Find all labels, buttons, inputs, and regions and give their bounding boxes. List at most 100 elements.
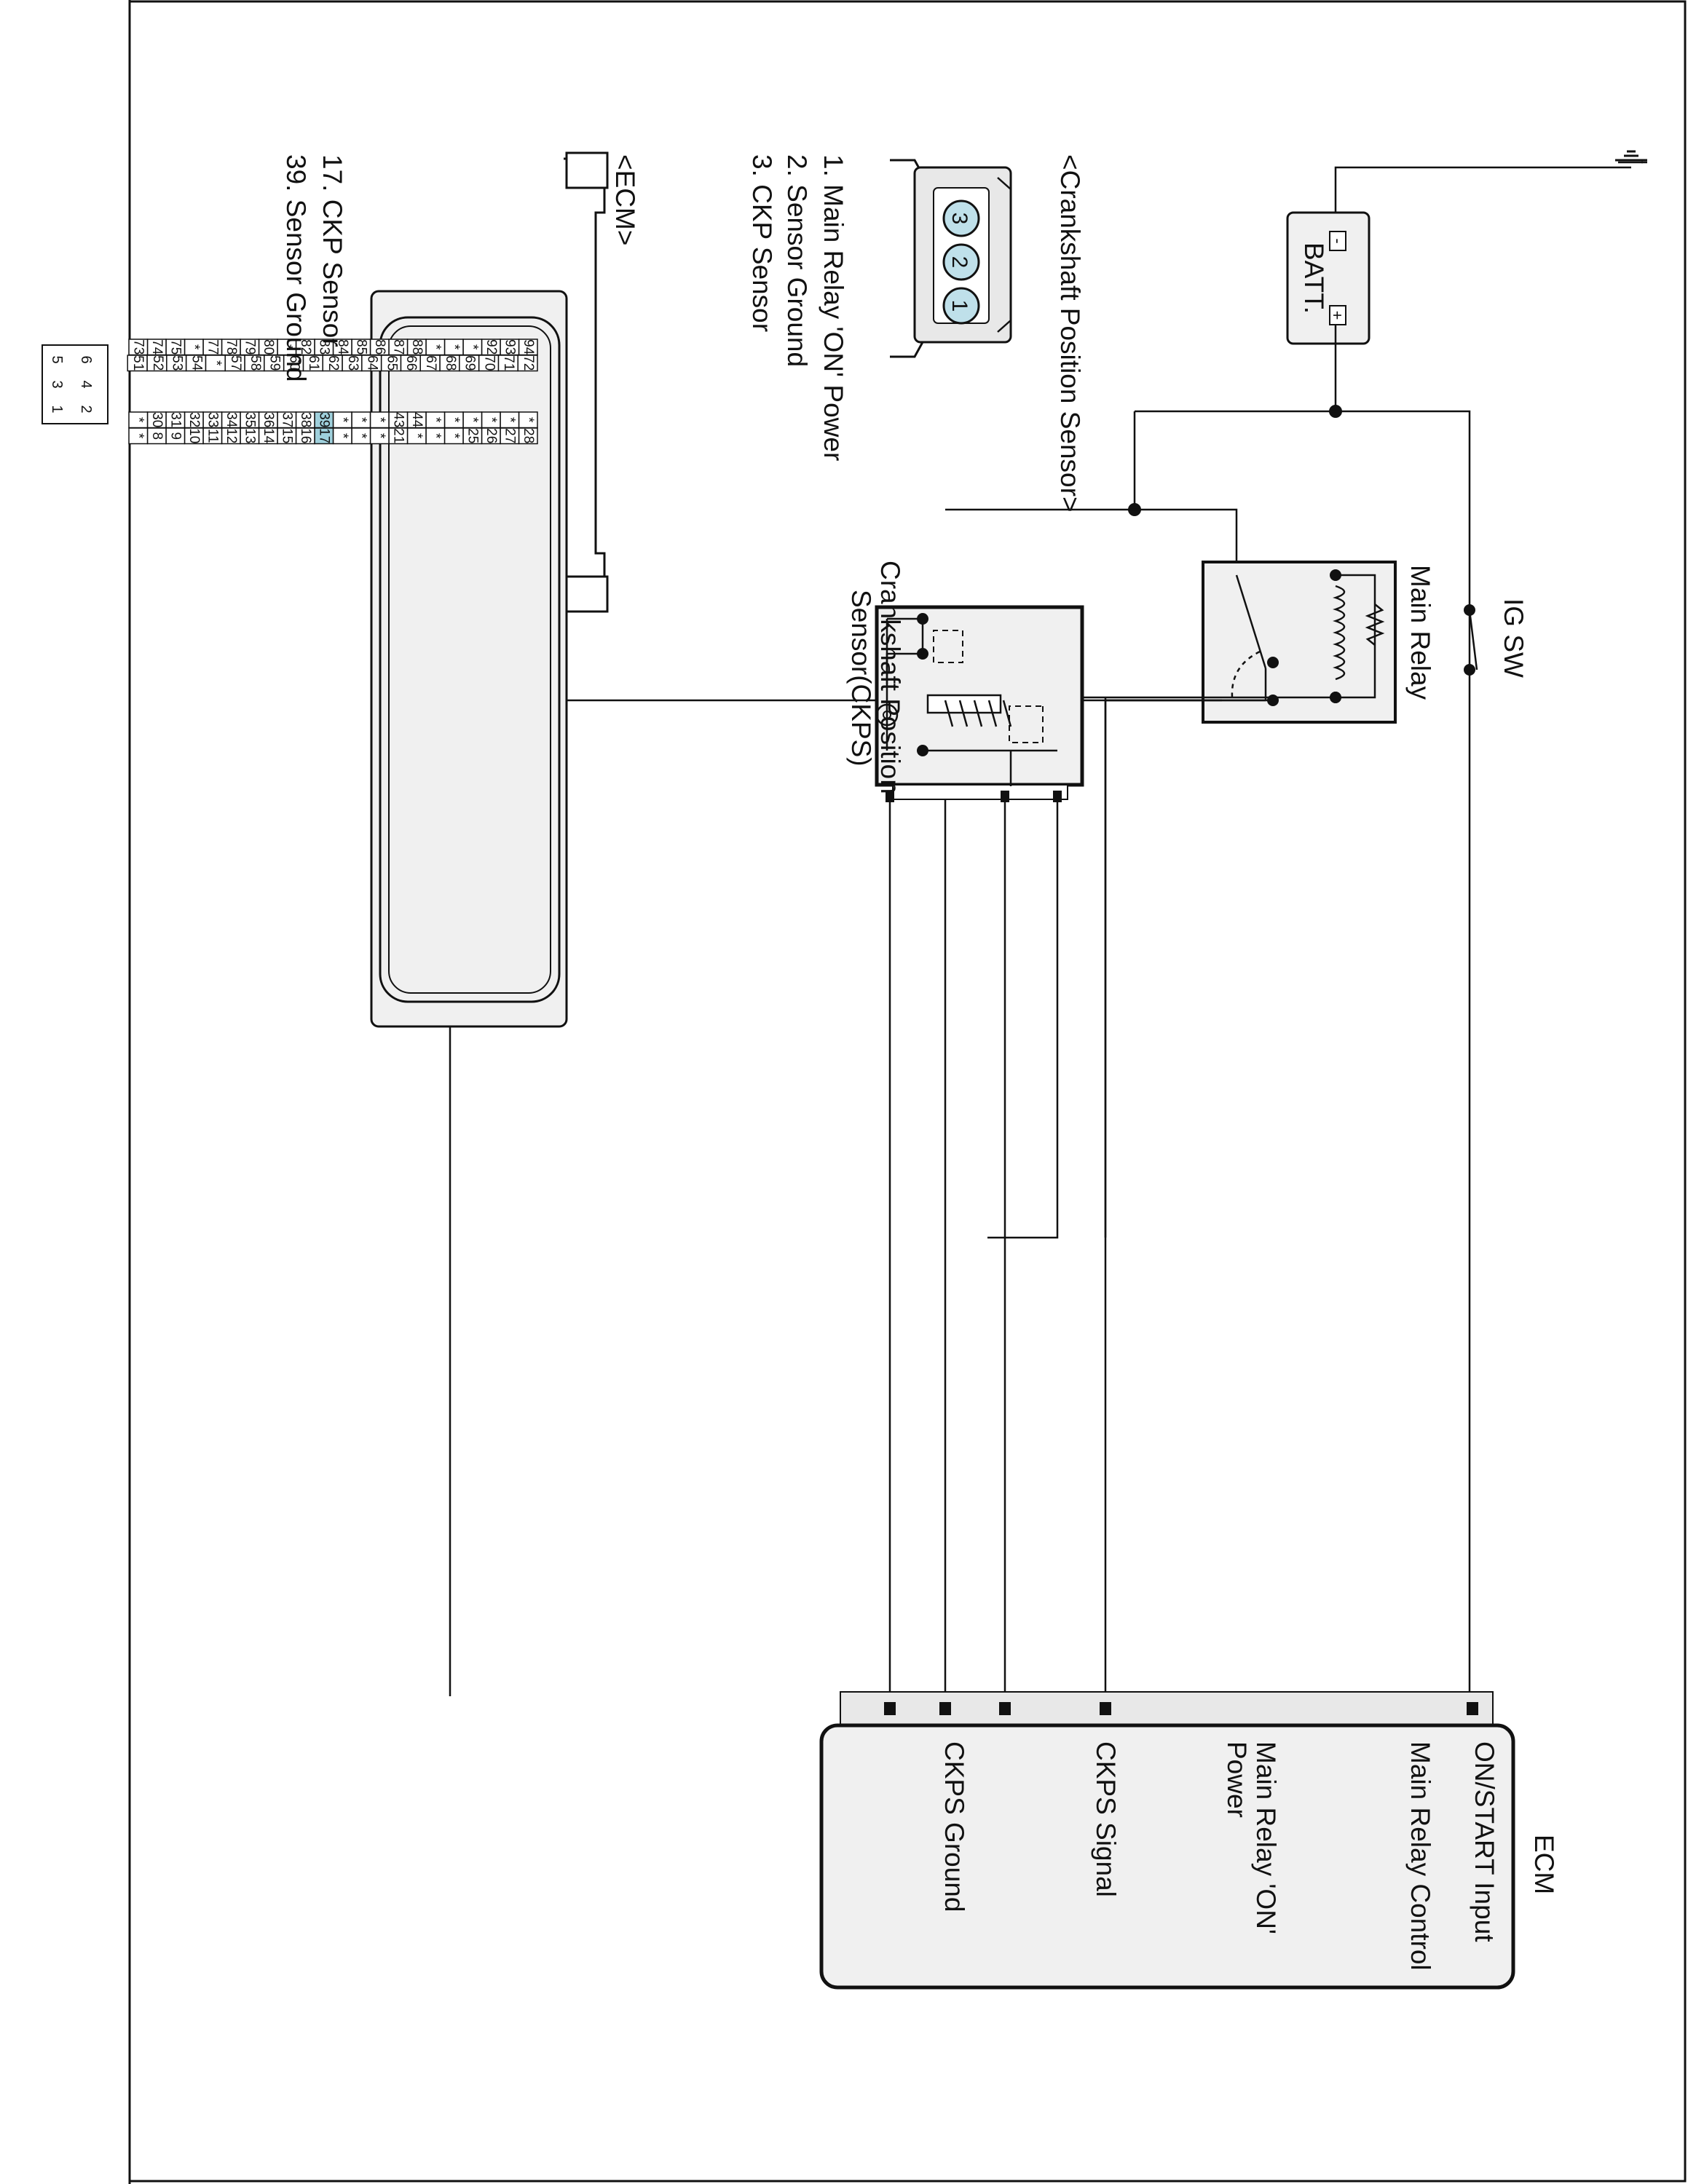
- ecm-pin-number: 64: [365, 355, 380, 371]
- ecm-pin-number: 15: [280, 428, 295, 443]
- ecm-pin-number: *: [521, 417, 536, 423]
- ecm-pin-number: 66: [403, 355, 419, 371]
- sensor-connector-title: <Crankshaft Position Sensor>: [1055, 154, 1085, 513]
- sensor-desc-3: 3. CKP Sensor: [747, 154, 777, 332]
- battery: [1286, 211, 1370, 345]
- ecm-pin-number: 71: [501, 355, 516, 371]
- ecm-pin-number: *: [446, 433, 462, 439]
- ig-sw-label: IG SW: [1499, 598, 1529, 678]
- battery-plus-label: +: [1328, 311, 1346, 320]
- ckp-sensor-connector-strip: [892, 784, 1068, 800]
- ecm-pin-number: 92: [484, 339, 499, 355]
- ecm-small-pin-number: 2: [78, 405, 94, 413]
- ecm-pin-number: 82: [298, 339, 313, 355]
- sensor-pin-3: [942, 199, 980, 237]
- ecm-pin-number: 70: [481, 355, 497, 371]
- ecm-pin-number: 57: [228, 355, 243, 371]
- ecm-pin-number: 87: [391, 339, 406, 355]
- ecm-pin-number: 83: [317, 339, 332, 355]
- ecm-pin-number: 80: [261, 339, 276, 355]
- sensor-connector-pins: 3 2 1: [942, 199, 980, 325]
- ecm-pin-number: *: [372, 433, 387, 439]
- ecm-small-pin-number: 1: [49, 405, 65, 413]
- ecm-pin-power: Power: [1222, 1741, 1252, 1818]
- ecm-pin-number: 35: [242, 412, 258, 427]
- battery-minus-terminal: [1329, 231, 1346, 251]
- ecm-pin-number: 75: [168, 339, 184, 355]
- ecm-pin-number: 77: [205, 339, 221, 355]
- sensor-desc-2: 2. Sensor Ground: [782, 154, 812, 367]
- ecm-pin-number: 65: [384, 355, 399, 371]
- main-relay: [1202, 561, 1397, 724]
- ckps-label-2: Sensor(CKPS): [846, 590, 876, 767]
- ecm-pin-number: 84: [335, 339, 350, 355]
- sensor-pin-3-label: 3: [947, 213, 971, 225]
- ecm-pin-number: 17: [317, 428, 332, 443]
- ecm-pin-number: 74: [149, 339, 165, 355]
- ecm-pin-number: 79: [242, 339, 258, 355]
- ecm-pin-number: 93: [502, 339, 518, 355]
- ecm-pin-number: 31: [168, 412, 184, 427]
- ecm-pin-number: *: [428, 344, 443, 350]
- ecm-pin-number: 54: [189, 355, 204, 371]
- ecm-small-pin-number: 3: [49, 380, 65, 388]
- sensor-pin-2-label: 2: [947, 256, 971, 269]
- ecm-pin-number: 44: [409, 412, 425, 428]
- sensor-desc-1: 1. Main Relay 'ON' Power: [819, 154, 848, 461]
- ecm-pin-number: 34: [224, 412, 239, 428]
- ecm-pin-number: *: [428, 433, 443, 439]
- ecm-pin-cell: [128, 427, 149, 445]
- ecm-pin-number: 9: [168, 432, 184, 440]
- ecm-small-pin-block: [42, 344, 109, 424]
- sensor-pin-1-label: 1: [947, 300, 971, 312]
- battery-minus-label: -: [1329, 238, 1347, 243]
- ecm-pin-number: 72: [521, 355, 536, 371]
- ecm-pin-number: 32: [186, 412, 202, 427]
- ecm-pin-number: 59: [267, 355, 283, 371]
- ecm-pin-number: 62: [326, 355, 341, 371]
- ecm-pin-number: 61: [306, 355, 321, 371]
- ecm-pin-number: 38: [298, 412, 313, 427]
- ecm-pin-number: 13: [242, 428, 258, 443]
- ecm-pin-number: 10: [186, 428, 202, 443]
- circuit: - + BATT. IG SW Main Relay: [449, 150, 1647, 1990]
- ecm-pin-number: *: [335, 433, 350, 439]
- ecm-pin-number: *: [446, 417, 462, 423]
- ecm-pin-number: 37: [280, 412, 295, 427]
- ecm-pin-number: 69: [462, 355, 478, 371]
- ecm-pin-number: *: [208, 360, 224, 366]
- ckps-label-1: Crankshaft Position: [875, 561, 905, 794]
- ecm-pin-number: *: [502, 417, 518, 423]
- ecm-pin-number: 88: [409, 339, 425, 355]
- ecm-pin-number: 78: [224, 339, 239, 355]
- ecm-pin-number: 28: [521, 428, 536, 443]
- ig-switch: [1464, 604, 1478, 676]
- ecm-pin-number: 39: [317, 412, 332, 427]
- ecm-pin-number: *: [354, 433, 369, 439]
- ecm-pin-number: *: [484, 417, 499, 423]
- connector-views: <Crankshaft Position Sensor> 3 2 1 1. Ma…: [42, 151, 1085, 1028]
- ecm-pin-ckps-signal: CKPS Signal: [1091, 1741, 1121, 1897]
- ecm-pin-on-start-input: ON/START Input: [1470, 1741, 1499, 1942]
- ecm-pin-number: 60: [286, 355, 301, 371]
- ecm-pin-number: 51: [130, 355, 146, 371]
- ecm-pin-number: 21: [391, 428, 406, 443]
- ecm-pin-number: 8: [149, 432, 165, 440]
- ecm-small-pin-number: 6: [78, 355, 94, 363]
- ecm-pin-number: 85: [354, 339, 369, 355]
- ecm-pin-number: 63: [345, 355, 360, 371]
- sensor-pin-2: [942, 243, 980, 281]
- battery-label: BATT.: [1299, 242, 1329, 314]
- ecm-pin-number: *: [131, 433, 146, 439]
- battery-plus-terminal: [1329, 305, 1346, 325]
- ecm-pin-grid: 949392***88878685848382*80797877*7574737…: [42, 339, 538, 445]
- ecm-pin-number: 94: [521, 339, 536, 355]
- ecm-pin-number: *: [354, 417, 369, 423]
- ecm-pin-number: *: [186, 344, 202, 350]
- page-frame: [128, 0, 1687, 2183]
- ecm-pin-number: 43: [391, 412, 406, 427]
- ecm-box: [819, 1723, 1515, 1990]
- ecm-pin-number: 27: [502, 428, 518, 443]
- ecm-pin-number: *: [280, 344, 295, 350]
